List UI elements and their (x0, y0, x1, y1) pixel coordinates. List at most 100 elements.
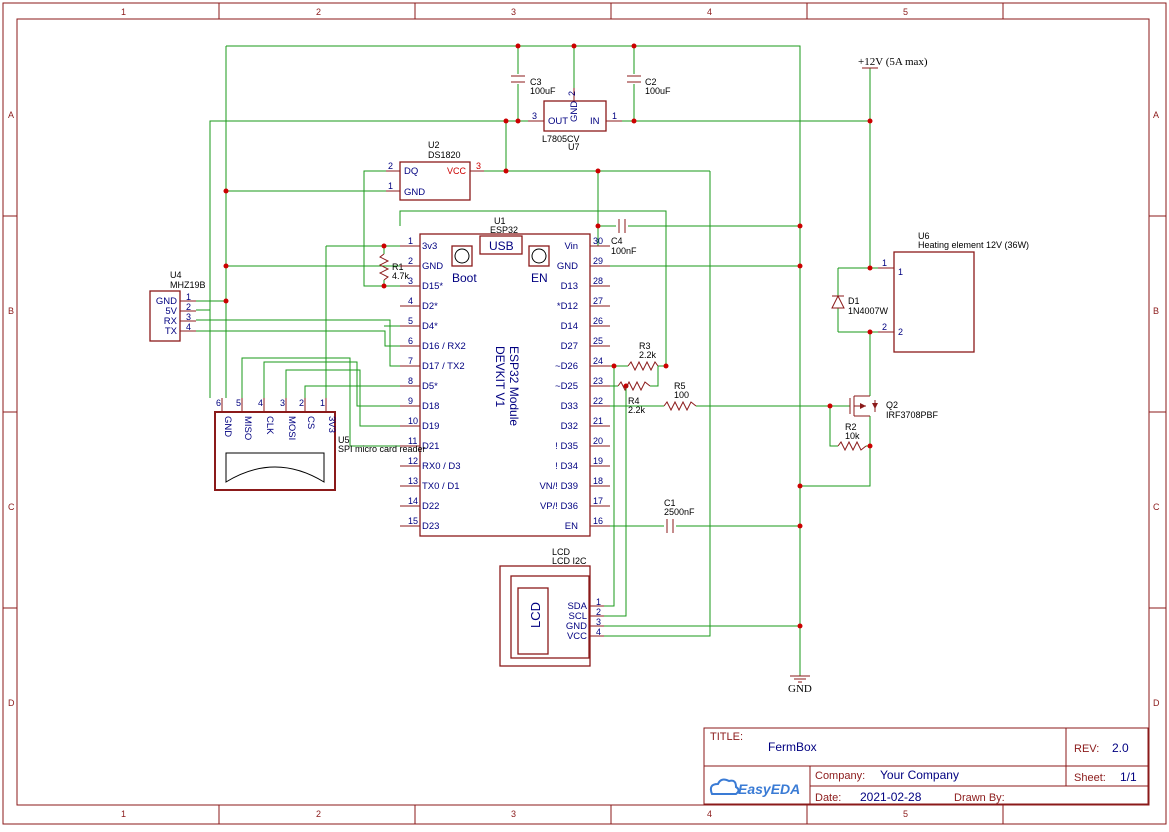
u1-right-pin-number: 25 (593, 336, 603, 346)
company-value: Your Company (880, 768, 959, 782)
col-label-2-top: 2 (316, 7, 321, 17)
u1-left-pin-number: 6 (408, 336, 413, 346)
lcd-pin-label: SDA (567, 601, 587, 612)
u7-pin2: 2 (567, 91, 577, 96)
u6-value: Heating element 12V (36W) (918, 240, 1029, 250)
u1-left-pin-label: D23 (422, 521, 439, 532)
u5-pin-label: MOSI (286, 416, 297, 440)
u1-right-pin-label: D27 (561, 341, 578, 352)
u4-pin-number: 2 (186, 302, 191, 312)
u1-right-pin-number: 16 (593, 516, 603, 526)
u1-right-pin-number: 17 (593, 496, 603, 506)
u1-right-pin-label: *D12 (557, 301, 578, 312)
module-u1: U1 ESP32 USB Boot EN ESP32 Module DEVKIT… (400, 216, 610, 537)
u1-right-pin-number: 21 (593, 416, 603, 426)
u5-pin-number: 2 (299, 398, 304, 408)
u1-right-pin-number: 18 (593, 476, 603, 486)
u1-right-pin-label: D33 (561, 401, 578, 412)
u1-left-pin-label: GND (422, 261, 443, 272)
u1-right-pin-label: ! D34 (555, 461, 578, 472)
title-value: FermBox (768, 740, 817, 754)
col-label-3-top: 3 (511, 7, 516, 17)
lcd-ref: LCD (552, 547, 571, 557)
r3-value: 2.2k (639, 350, 657, 360)
u1-right-pin-label: VP/! D36 (540, 501, 578, 512)
row-label-b-right: B (1153, 306, 1159, 316)
sheet-label: Sheet: (1074, 772, 1106, 784)
c4-value: 100nF (611, 246, 637, 256)
row-label-d-left: D (8, 698, 15, 708)
u1-right-pin-label: D14 (561, 321, 578, 332)
u7-in-label: IN (590, 116, 600, 127)
col-label-1-top: 1 (121, 7, 126, 17)
u7-pin1: 1 (612, 111, 617, 121)
c2-value: 100uF (645, 86, 671, 96)
mosfet-q2: Q2 IRF3708PBF (849, 395, 939, 420)
row-label-c-left: C (8, 502, 15, 512)
d1-value: 1N4007W (848, 306, 889, 316)
resistor-r3: R3 2.2k (627, 341, 659, 372)
u1-value: ESP32 (490, 225, 518, 235)
capacitor-c4: C4 100nF (611, 219, 637, 256)
title-label: TITLE: (710, 731, 743, 743)
u6-pin2-outer: 2 (882, 322, 887, 332)
u1-left-pin-number: 3 (408, 276, 413, 286)
u1-left-pin-number: 14 (408, 496, 418, 506)
c1-ref: C1 (664, 498, 676, 508)
u7-out-label: OUT (548, 116, 568, 127)
u1-left-pin-number: 4 (408, 296, 413, 306)
rev-value: 2.0 (1112, 741, 1129, 755)
u1-body-line-1: ESP32 Module (507, 346, 521, 426)
lcd-value: LCD I2C (552, 556, 587, 566)
u5-pin-label: MISO (242, 416, 253, 440)
col-label-2-bottom: 2 (316, 809, 321, 819)
easyeda-logo: EasyEDA (709, 778, 800, 797)
frame-row-labels: A B C D A B C D (8, 110, 1160, 708)
u2-gnd-label: GND (404, 187, 425, 198)
c2-ref: C2 (645, 77, 657, 87)
u1-left-pin-number: 15 (408, 516, 418, 526)
col-label-4-top: 4 (707, 7, 712, 17)
u1-left-pin-number: 1 (408, 236, 413, 246)
drawn-by-label: Drawn By: (954, 792, 1005, 804)
col-label-1-bottom: 1 (121, 809, 126, 819)
power-supply-12v: +12V (5A max) (858, 56, 928, 69)
lcd-label: LCD (528, 602, 543, 628)
u1-left-pin-number: 5 (408, 316, 413, 326)
r1-ref: R1 (392, 262, 404, 272)
u4-pin-number: 1 (186, 292, 191, 302)
u1-right-pin-number: 23 (593, 376, 603, 386)
u1-ref: U1 (494, 216, 506, 226)
row-label-a-right: A (1153, 110, 1159, 120)
u1-en-label: EN (531, 271, 548, 285)
u1-right-pin-label: VN/! D39 (539, 481, 578, 492)
u1-left-pin-number: 9 (408, 396, 413, 406)
u5-pin-label: CLK (264, 416, 275, 435)
u1-left-pin-number: 8 (408, 376, 413, 386)
row-label-a-left: A (8, 110, 14, 120)
lcd-pin-label: VCC (567, 631, 587, 642)
u5-pin-number: 4 (258, 398, 263, 408)
u5-pin-number: 5 (236, 398, 241, 408)
resistor-r1: R1 4.7k (378, 253, 410, 281)
u1-left-pin-number: 12 (408, 456, 418, 466)
u1-left-pin-label: D5* (422, 381, 438, 392)
ground-label: GND (788, 683, 812, 695)
row-label-b-left: B (8, 306, 14, 316)
u4-ref: U4 (170, 270, 182, 280)
sheet-value: 1/1 (1120, 770, 1137, 784)
u1-left-pin-number: 10 (408, 416, 418, 426)
u1-left-pin-number: 7 (408, 356, 413, 366)
u5-ref: U5 (338, 435, 350, 445)
u7-ref: U7 (568, 142, 580, 152)
u1-left-pin-number: 11 (408, 436, 417, 446)
r2-ref: R2 (845, 422, 857, 432)
regulator-u7: OUT IN GND 3 1 2 L7805CV U7 (528, 88, 622, 152)
u5-pin-label: GND (222, 416, 233, 437)
c3-ref: C3 (530, 77, 542, 87)
u1-left-pin-label: RX0 / D3 (422, 461, 461, 472)
u2-pin2: 2 (388, 161, 393, 171)
u1-body-line-2: DEVKIT V1 (493, 346, 507, 407)
resistor-r4: R4 2.2k (617, 380, 651, 415)
